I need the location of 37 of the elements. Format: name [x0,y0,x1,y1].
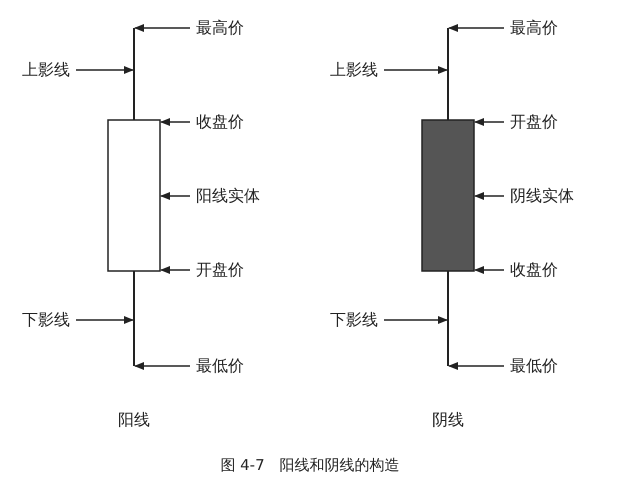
candle-type-label: 阴线 [432,410,464,430]
leader-arrow [76,316,134,324]
candle-body [107,119,161,272]
annotation-label: 最低价 [196,356,244,376]
leader-arrow [160,266,190,274]
annotation-label: 下影线 [22,310,70,330]
annotation-label: 开盘价 [196,260,244,280]
annotation-label: 阴线实体 [510,186,574,206]
annotation-label: 最低价 [510,356,558,376]
leader-arrow [448,362,504,370]
leader-arrow [384,66,448,74]
shadow-line [133,28,135,120]
figure-caption: 图 4-7 阳线和阴线的构造 [220,455,400,475]
annotation-label: 收盘价 [510,260,558,280]
candle-type-label: 阳线 [118,410,150,430]
leader-arrow [474,266,504,274]
leader-arrow [384,316,448,324]
annotation-label: 最高价 [196,18,244,38]
candle-body [421,119,475,272]
annotation-label: 收盘价 [196,112,244,132]
leader-arrow [134,24,190,32]
annotation-label: 上影线 [22,60,70,80]
shadow-line [133,271,135,366]
annotation-label: 开盘价 [510,112,558,132]
annotation-label: 下影线 [330,310,378,330]
leader-arrow [76,66,134,74]
shadow-line [447,271,449,366]
leader-arrow [448,24,504,32]
leader-arrow [160,118,190,126]
leader-arrow [474,192,504,200]
annotation-label: 阳线实体 [196,186,260,206]
shadow-line [447,28,449,120]
annotation-label: 最高价 [510,18,558,38]
leader-arrow [134,362,190,370]
leader-arrow [474,118,504,126]
leader-arrow [160,192,190,200]
annotation-label: 上影线 [330,60,378,80]
